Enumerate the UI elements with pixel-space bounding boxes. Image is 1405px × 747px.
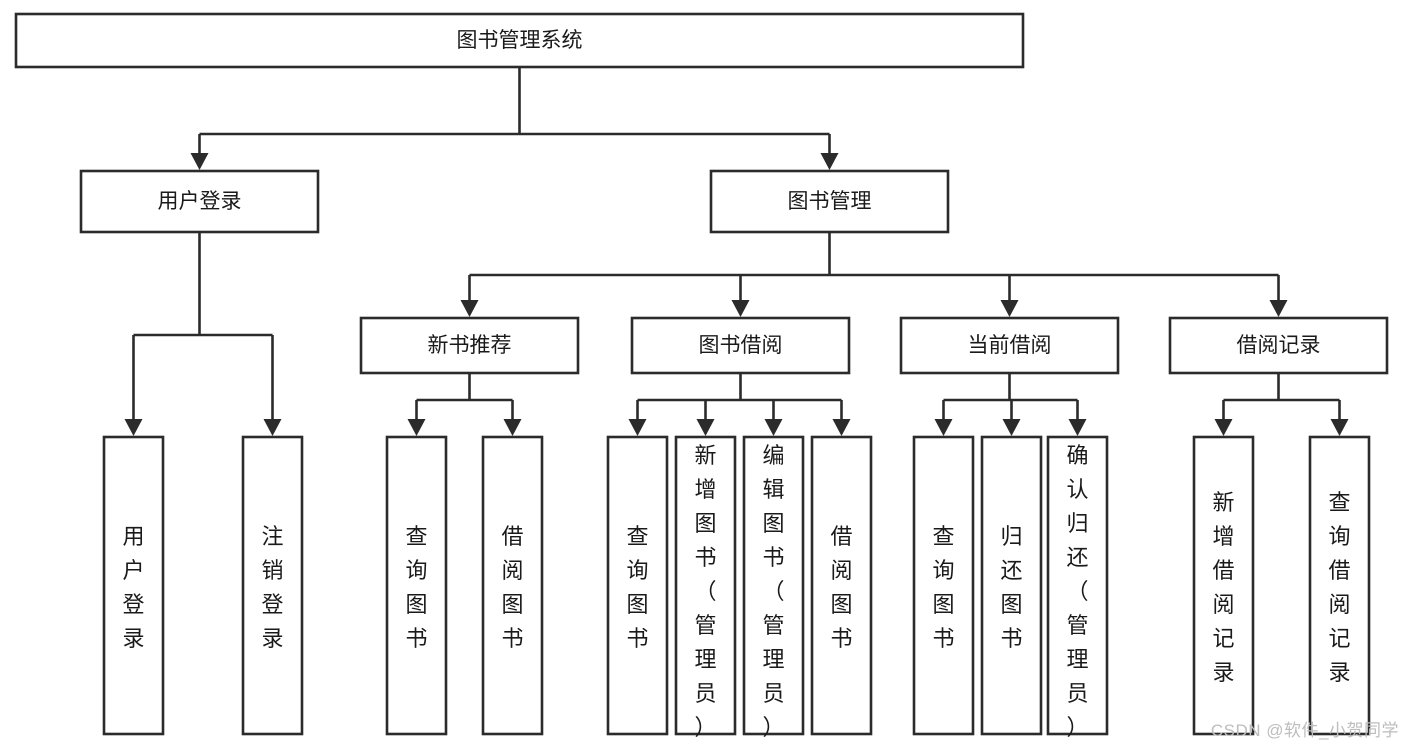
node-box-user-login (79, 169, 320, 234)
node-box-book-manage (709, 169, 950, 234)
arrow-to-borrow-record (1269, 300, 1288, 317)
node-label-leaf-user-logout: 注销登录 (261, 524, 283, 651)
node-leaf-borrow-book-2[interactable]: 借阅图书 (810, 435, 873, 736)
node-label-leaf-borrow-book-1: 借阅图书 (501, 524, 523, 651)
node-label-leaf-query-book-1: 查询图书 (405, 524, 427, 651)
node-box-root (14, 12, 1025, 69)
node-label-leaf-add-borrow-record: 新增借阅记录 (1212, 490, 1234, 685)
node-leaf-confirm-return-admin[interactable]: 确认归还（管理员） (1046, 435, 1109, 740)
arrow-leaf-query-book-1 (407, 419, 426, 436)
diagram-nodes-group: 图书管理系统用户登录图书管理新书推荐图书借阅当前借阅借阅记录用户登录注销登录查询… (14, 12, 1389, 740)
arrow-leaf-confirm-return (1068, 419, 1087, 436)
node-root[interactable]: 图书管理系统 (14, 12, 1025, 69)
node-box-leaf-query-borrow-record (1308, 435, 1371, 736)
arrow-to-current-borrow (1000, 300, 1019, 317)
connector-lines-group (132, 67, 1341, 422)
arrow-leaf-query-book-2 (628, 419, 647, 436)
node-box-leaf-confirm-return-admin (1046, 435, 1109, 736)
node-box-leaf-query-book-1 (385, 435, 448, 736)
arrow-leaf-add-borrow-record (1214, 419, 1233, 436)
arrow-leaf-user-logout (263, 419, 282, 436)
node-label-leaf-add-book-admin: 新增图书（管理员） (694, 443, 716, 740)
arrow-leaf-user-login (124, 419, 143, 436)
node-label-leaf-user-login: 用户登录 (122, 524, 144, 651)
node-box-leaf-borrow-book-1 (481, 435, 544, 736)
arrow-leaf-query-borrow-record (1330, 419, 1349, 436)
node-leaf-return-book[interactable]: 归还图书 (980, 435, 1043, 736)
node-label-leaf-borrow-book-2: 借阅图书 (830, 524, 852, 651)
node-user-login[interactable]: 用户登录 (79, 169, 320, 234)
node-box-leaf-user-logout (241, 435, 304, 736)
node-label-book-borrow: 图书借阅 (699, 334, 783, 357)
arrow-to-book-borrow (731, 300, 750, 317)
node-leaf-user-logout[interactable]: 注销登录 (241, 435, 304, 736)
node-label-leaf-edit-book-admin: 编辑图书（管理员） (762, 443, 784, 740)
node-book-borrow[interactable]: 图书借阅 (630, 316, 851, 375)
node-label-leaf-confirm-return-admin: 确认归还（管理员） (1066, 443, 1088, 740)
node-box-leaf-add-book-admin (674, 435, 737, 736)
arrow-to-book-manage (820, 153, 839, 170)
node-label-new-book-recommend: 新书推荐 (428, 334, 512, 357)
node-box-leaf-add-borrow-record (1192, 435, 1255, 736)
arrow-leaf-borrow-book-1 (503, 419, 522, 436)
node-label-leaf-query-borrow-record: 查询借阅记录 (1328, 490, 1350, 685)
node-current-borrow[interactable]: 当前借阅 (899, 316, 1120, 375)
node-leaf-edit-book-admin[interactable]: 编辑图书（管理员） (742, 435, 805, 740)
node-leaf-query-book-1[interactable]: 查询图书 (385, 435, 448, 736)
arrow-leaf-return-book (1002, 419, 1021, 436)
node-box-leaf-borrow-book-2 (810, 435, 873, 736)
node-leaf-add-borrow-record[interactable]: 新增借阅记录 (1192, 435, 1255, 736)
node-box-book-borrow (630, 316, 851, 375)
node-new-book-recommend[interactable]: 新书推荐 (359, 316, 580, 375)
node-leaf-add-book-admin[interactable]: 新增图书（管理员） (674, 435, 737, 740)
arrow-to-new-book-recommend (460, 300, 479, 317)
node-box-leaf-user-login (102, 435, 165, 736)
node-label-leaf-query-book-3: 查询图书 (932, 524, 954, 651)
node-book-manage[interactable]: 图书管理 (709, 169, 950, 234)
node-leaf-borrow-book-1[interactable]: 借阅图书 (481, 435, 544, 736)
node-box-current-borrow (899, 316, 1120, 375)
node-label-leaf-return-book: 归还图书 (1000, 524, 1022, 651)
arrow-heads-group (124, 153, 1349, 436)
node-label-user-login: 用户登录 (158, 190, 242, 213)
node-box-leaf-query-book-2 (606, 435, 669, 736)
node-label-book-manage: 图书管理 (788, 190, 872, 213)
arrow-leaf-edit-book (764, 419, 783, 436)
node-label-current-borrow: 当前借阅 (968, 334, 1052, 357)
node-leaf-query-borrow-record[interactable]: 查询借阅记录 (1308, 435, 1371, 736)
arrow-to-user-login (190, 153, 209, 170)
node-box-new-book-recommend (359, 316, 580, 375)
node-label-leaf-query-book-2: 查询图书 (626, 524, 648, 651)
node-borrow-record[interactable]: 借阅记录 (1168, 316, 1389, 375)
arrow-leaf-query-book-3 (934, 419, 953, 436)
node-label-borrow-record: 借阅记录 (1237, 334, 1321, 357)
arrow-leaf-borrow-book-2 (832, 419, 851, 436)
node-leaf-user-login[interactable]: 用户登录 (102, 435, 165, 736)
node-leaf-query-book-3[interactable]: 查询图书 (912, 435, 975, 736)
node-box-leaf-edit-book-admin (742, 435, 805, 736)
node-box-borrow-record (1168, 316, 1389, 375)
node-box-leaf-query-book-3 (912, 435, 975, 736)
arrow-leaf-add-book (696, 419, 715, 436)
node-label-root: 图书管理系统 (457, 29, 583, 52)
node-leaf-query-book-2[interactable]: 查询图书 (606, 435, 669, 736)
node-box-leaf-return-book (980, 435, 1043, 736)
